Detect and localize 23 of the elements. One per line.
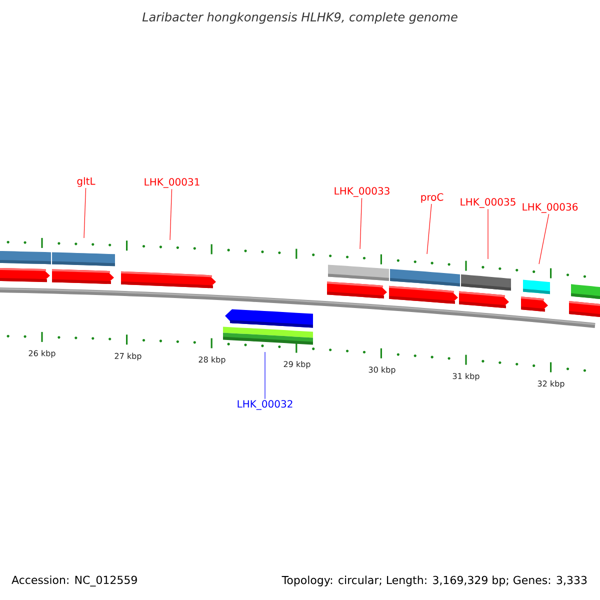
gene-label: LHK_00033: [334, 187, 390, 197]
scale-label: 28 kbp: [198, 356, 226, 364]
leader-line: [264, 352, 266, 400]
scale-label: 29 kbp: [284, 360, 310, 369]
leader-line: [360, 198, 362, 250]
scale-label: 26 kbp: [28, 350, 56, 358]
leader-line: [84, 188, 86, 238]
scale-label: 31 kbp: [452, 372, 480, 381]
gene-label: proC: [421, 193, 444, 203]
scale-label: 32 kbp: [538, 380, 564, 388]
genome-info-text: Topology: circular; Length: 3,169,329 bp; Genes: 3,333: [282, 576, 587, 586]
gene-label: LHK_00036: [522, 203, 578, 213]
accession-text: Accession: NC_012559: [12, 576, 137, 586]
gene-label: LHK_00035: [460, 198, 516, 208]
scale-label: 30 kbp: [368, 366, 396, 374]
gene-label: gltL: [77, 177, 96, 187]
scale-label: 27 kbp: [114, 352, 142, 361]
gene-label: LHK_00031: [144, 178, 200, 188]
gene-label: LHK_00032: [238, 400, 292, 410]
title: Laribacter hongkongensis HLHK9, complete genome: [142, 12, 458, 24]
leader-line: [426, 204, 432, 254]
leader-line: [538, 214, 550, 264]
leader-line: [170, 188, 172, 240]
